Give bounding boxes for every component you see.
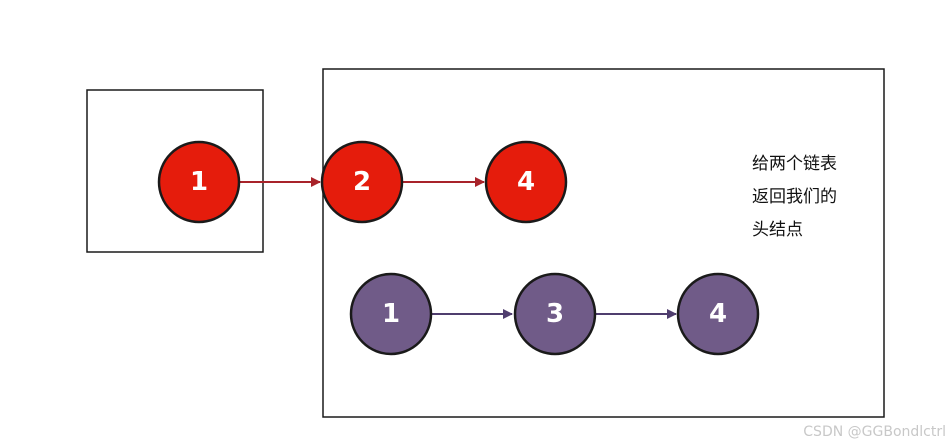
list-node-b-4: 4 <box>676 272 760 356</box>
node-value: 1 <box>190 167 208 197</box>
node-value: 4 <box>517 167 535 197</box>
annotation-line-2: 返回我们的 <box>752 187 837 207</box>
watermark: CSDN @GGBondlctrl <box>803 424 946 440</box>
list-node-head-1: 1 <box>157 140 241 224</box>
node-value: 3 <box>546 299 564 329</box>
node-value: 4 <box>709 299 727 329</box>
node-value: 2 <box>353 167 371 197</box>
annotation-text: 给两个链表 返回我们的 头结点 <box>752 148 872 247</box>
list-node-a-2: 2 <box>320 140 404 224</box>
input-lists-box <box>322 68 885 418</box>
list-node-b-3: 3 <box>513 272 597 356</box>
list-node-b-1: 1 <box>349 272 433 356</box>
annotation-line-1: 给两个链表 <box>752 154 837 174</box>
merged-head-box <box>86 89 264 253</box>
annotation-line-3: 头结点 <box>752 220 803 240</box>
node-value: 1 <box>382 299 400 329</box>
list-node-a-4: 4 <box>484 140 568 224</box>
